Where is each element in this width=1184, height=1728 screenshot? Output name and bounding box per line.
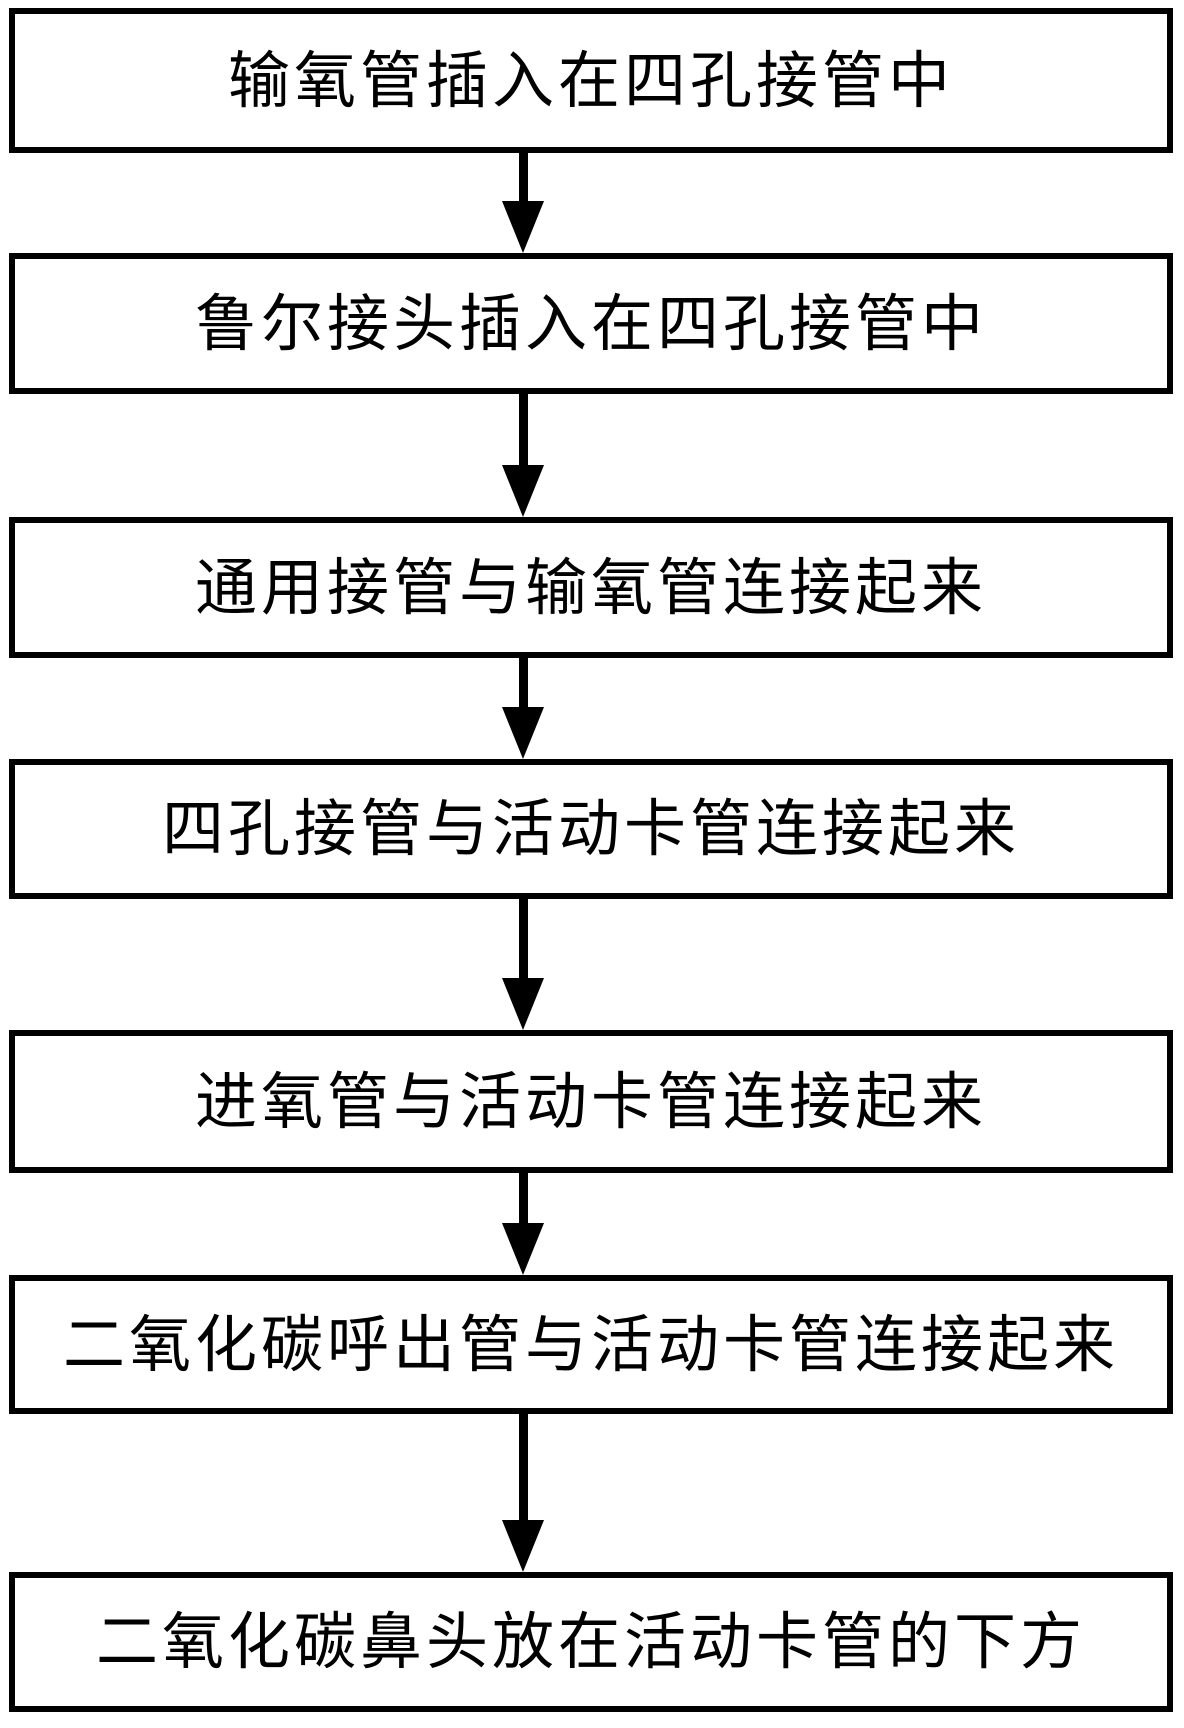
flow-step-label: 四孔接管与活动卡管连接起来 bbox=[161, 792, 1020, 865]
flow-step-box: 四孔接管与活动卡管连接起来 bbox=[9, 759, 1173, 899]
arrow-down-icon bbox=[500, 1173, 546, 1275]
flow-step-label: 输氧管插入在四孔接管中 bbox=[227, 43, 954, 117]
arrow-head bbox=[502, 1520, 544, 1572]
arrow-head bbox=[502, 1223, 544, 1275]
flow-step-label: 二氧化碳鼻头放在活动卡管的下方 bbox=[95, 1605, 1086, 1678]
arrow-down-icon bbox=[500, 153, 546, 253]
arrow-down-icon bbox=[500, 1411, 546, 1572]
arrow-stem bbox=[518, 1173, 528, 1223]
arrow-stem bbox=[518, 1411, 528, 1520]
flow-step-box: 进氧管与活动卡管连接起来 bbox=[9, 1030, 1173, 1173]
arrow-stem bbox=[518, 899, 528, 978]
flow-step-label: 通用接管与输氧管连接起来 bbox=[194, 550, 987, 624]
flow-step-label: 二氧化碳呼出管与活动卡管连接起来 bbox=[62, 1307, 1119, 1381]
arrow-down-icon bbox=[500, 394, 546, 517]
flow-step-box: 鲁尔接头插入在四孔接管中 bbox=[9, 253, 1173, 394]
flow-step-box: 输氧管插入在四孔接管中 bbox=[9, 8, 1173, 153]
flow-step-label: 鲁尔接头插入在四孔接管中 bbox=[194, 286, 987, 360]
arrow-stem bbox=[518, 394, 528, 465]
flow-step-label: 进氧管与活动卡管连接起来 bbox=[194, 1064, 987, 1138]
arrow-stem bbox=[518, 153, 528, 201]
arrow-head bbox=[502, 978, 544, 1030]
arrow-head bbox=[502, 201, 544, 253]
flow-step-box: 二氧化碳鼻头放在活动卡管的下方 bbox=[9, 1572, 1173, 1712]
arrow-down-icon bbox=[500, 899, 546, 1030]
arrow-head bbox=[502, 707, 544, 759]
arrow-down-icon bbox=[500, 658, 546, 759]
arrow-head bbox=[502, 465, 544, 517]
flow-step-box: 二氧化碳呼出管与活动卡管连接起来 bbox=[9, 1275, 1173, 1414]
arrow-stem bbox=[518, 658, 528, 707]
flow-step-box: 通用接管与输氧管连接起来 bbox=[9, 517, 1173, 658]
